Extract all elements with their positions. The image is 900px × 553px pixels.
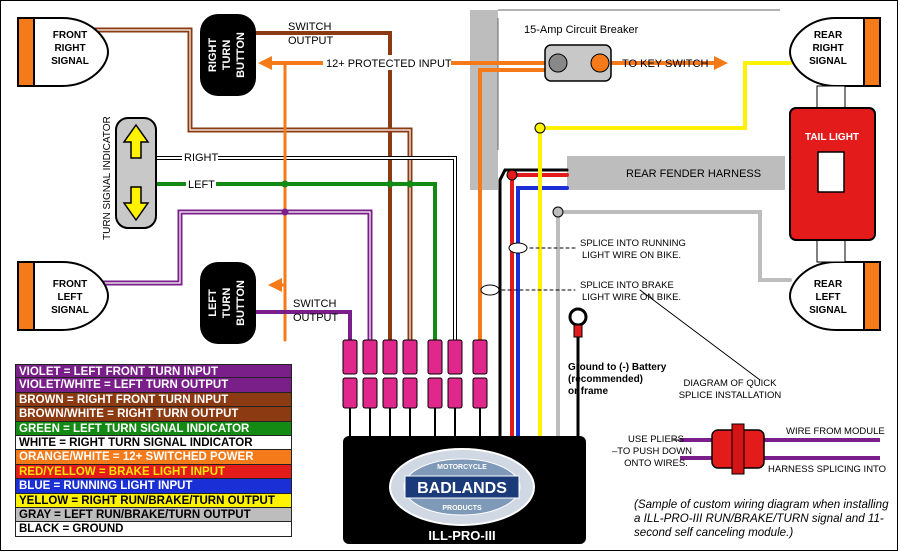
connectors <box>342 339 488 436</box>
rear-left-signal: REAR LEFT SIGNAL <box>788 261 881 331</box>
quick-connector <box>427 377 443 409</box>
frame-bar <box>470 10 498 190</box>
button-label: BUTTON <box>235 32 247 78</box>
ground-ring-terminal <box>568 307 588 338</box>
quick-connector <box>472 377 488 409</box>
switch-output-label: SWITCH <box>288 21 331 33</box>
ground-label: or frame <box>568 386 608 397</box>
signal-label: REAR <box>814 279 843 290</box>
quick-connector <box>427 339 443 375</box>
tail-light: TAIL LIGHT <box>789 107 876 241</box>
splice-running-label: LIGHT WIRE ON BIKE. <box>582 250 681 261</box>
right-turn-button: RIGHT TURN BUTTON <box>200 14 256 96</box>
quick-connector <box>362 377 378 409</box>
quick-splice-title: SPLICE INSTALLATION <box>679 390 782 401</box>
quick-connector <box>342 339 358 375</box>
right-label: RIGHT <box>184 152 219 164</box>
quick-connector <box>402 377 418 409</box>
quick-connector <box>362 339 378 375</box>
legend-row: BROWN = RIGHT FRONT TURN INPUT <box>15 392 292 408</box>
quick-connector <box>402 339 418 375</box>
signal-label: REAR <box>814 30 843 41</box>
rear-fender-harness <box>567 156 785 190</box>
use-pliers-label: USE PLIERS <box>628 434 684 445</box>
splice-running-label: SPLICE INTO RUNNING <box>580 238 686 249</box>
brand-ring-text: PRODUCTS <box>442 505 482 512</box>
switch-output-label: OUTPUT <box>293 312 339 324</box>
circuit-breaker-label: 15-Amp Circuit Breaker <box>524 24 639 36</box>
ground-label: (recommended) <box>568 374 643 385</box>
quick-connector <box>447 339 463 375</box>
front-left-signal: FRONT LEFT SIGNAL <box>17 261 110 331</box>
legend-row: GREEN = LEFT TURN SIGNAL INDICATOR <box>15 421 292 436</box>
quick-splice-title: DIAGRAM OF QUICK <box>684 378 778 389</box>
legend-row: WHITE = RIGHT TURN SIGNAL INDICATOR <box>15 435 292 451</box>
legend-row: ORANGE/WHITE = 12+ SWITCHED POWER <box>15 450 292 465</box>
splice-brake-label: SPLICE INTO BRAKE <box>580 280 674 291</box>
legend-row: BLUE = RUNNING LIGHT INPUT <box>15 479 292 494</box>
wire-from-module-label: WIRE FROM MODULE <box>786 426 885 437</box>
quick-connector <box>382 377 398 409</box>
tail-light-label: TAIL LIGHT <box>805 132 859 143</box>
signal-label: LEFT <box>816 292 841 303</box>
arrow-up-icon <box>122 123 150 159</box>
button-label: TURN <box>221 288 233 319</box>
quick-connector <box>447 377 463 409</box>
button-label: TURN <box>221 40 233 71</box>
arrow-down-icon <box>122 186 150 222</box>
signal-label: SIGNAL <box>809 56 847 67</box>
legend-row: YELLOW = RIGHT RUN/BRAKE/TURN OUTPUT <box>15 493 292 508</box>
legend-row: BLACK = GROUND <box>15 522 292 537</box>
switch-output-label: OUTPUT <box>288 35 334 47</box>
ground-label: Ground to (-) Battery <box>568 362 667 373</box>
circuit-breaker <box>544 44 612 82</box>
signal-label: FRONT <box>53 279 87 290</box>
left-turn-button: LEFT TURN BUTTON <box>200 262 256 344</box>
brand-ring-text: MOTORCYCLE <box>437 464 487 471</box>
legend-row: RED/YELLOW = BRAKE LIGHT INPUT <box>15 464 292 480</box>
button-label: RIGHT <box>207 38 219 73</box>
use-pliers-label: ONTO WIRES. <box>624 458 688 469</box>
turn-signal-indicator <box>115 117 157 229</box>
footnote: (Sample of custom wiring diagram when in… <box>634 498 889 539</box>
quick-splice-detail <box>680 423 880 475</box>
module-name: ILL-PRO-III <box>428 528 495 543</box>
quick-connector <box>342 377 358 409</box>
left-label: LEFT <box>188 179 215 191</box>
turn-signal-indicator-label: TURN SIGNAL INDICATOR <box>102 116 113 240</box>
signal-label: SIGNAL <box>809 305 847 316</box>
signal-label: RIGHT <box>812 43 843 54</box>
use-pliers-label: –TO PUSH DOWN <box>612 446 692 457</box>
to-key-switch-label: TO KEY SWITCH <box>622 58 708 70</box>
front-right-signal: FRONT RIGHT SIGNAL <box>17 17 110 87</box>
junctions <box>281 122 564 296</box>
legend-row: GRAY = LEFT RUN/BRAKE/TURN OUTPUT <box>15 507 292 523</box>
signal-label: SIGNAL <box>51 56 89 67</box>
signal-label: SIGNAL <box>51 305 89 316</box>
rear-fender-harness-label: REAR FENDER HARNESS <box>626 168 761 180</box>
legend-row: VIOLET = LEFT FRONT TURN INPUT <box>15 364 292 379</box>
button-label: BUTTON <box>235 280 247 326</box>
legend-row: BROWN/WHITE = RIGHT TURN OUTPUT <box>15 407 292 422</box>
splice-brake-label: LIGHT WIRE ON BIKE. <box>582 292 681 303</box>
switch-output-label: SWITCH <box>293 298 336 310</box>
signal-label: RIGHT <box>54 43 85 54</box>
quick-connector <box>472 339 488 375</box>
button-label: LEFT <box>207 289 219 317</box>
ill-pro-iii-module: BADLANDS MOTORCYCLE PRODUCTS ILL-PRO-III <box>343 436 586 544</box>
brand-logo: BADLANDS <box>417 480 507 497</box>
wires <box>77 27 792 442</box>
signal-label: FRONT <box>53 30 87 41</box>
signal-label: LEFT <box>58 292 83 303</box>
quick-connector <box>382 339 398 375</box>
rear-right-signal: REAR RIGHT SIGNAL <box>788 17 881 87</box>
legend-row: VIOLET/WHITE = LEFT TURN OUTPUT <box>15 378 292 393</box>
harness-splicing-label: HARNESS SPLICING INTO <box>768 464 886 475</box>
protected-input-label: 12+ PROTECTED INPUT <box>326 58 452 70</box>
